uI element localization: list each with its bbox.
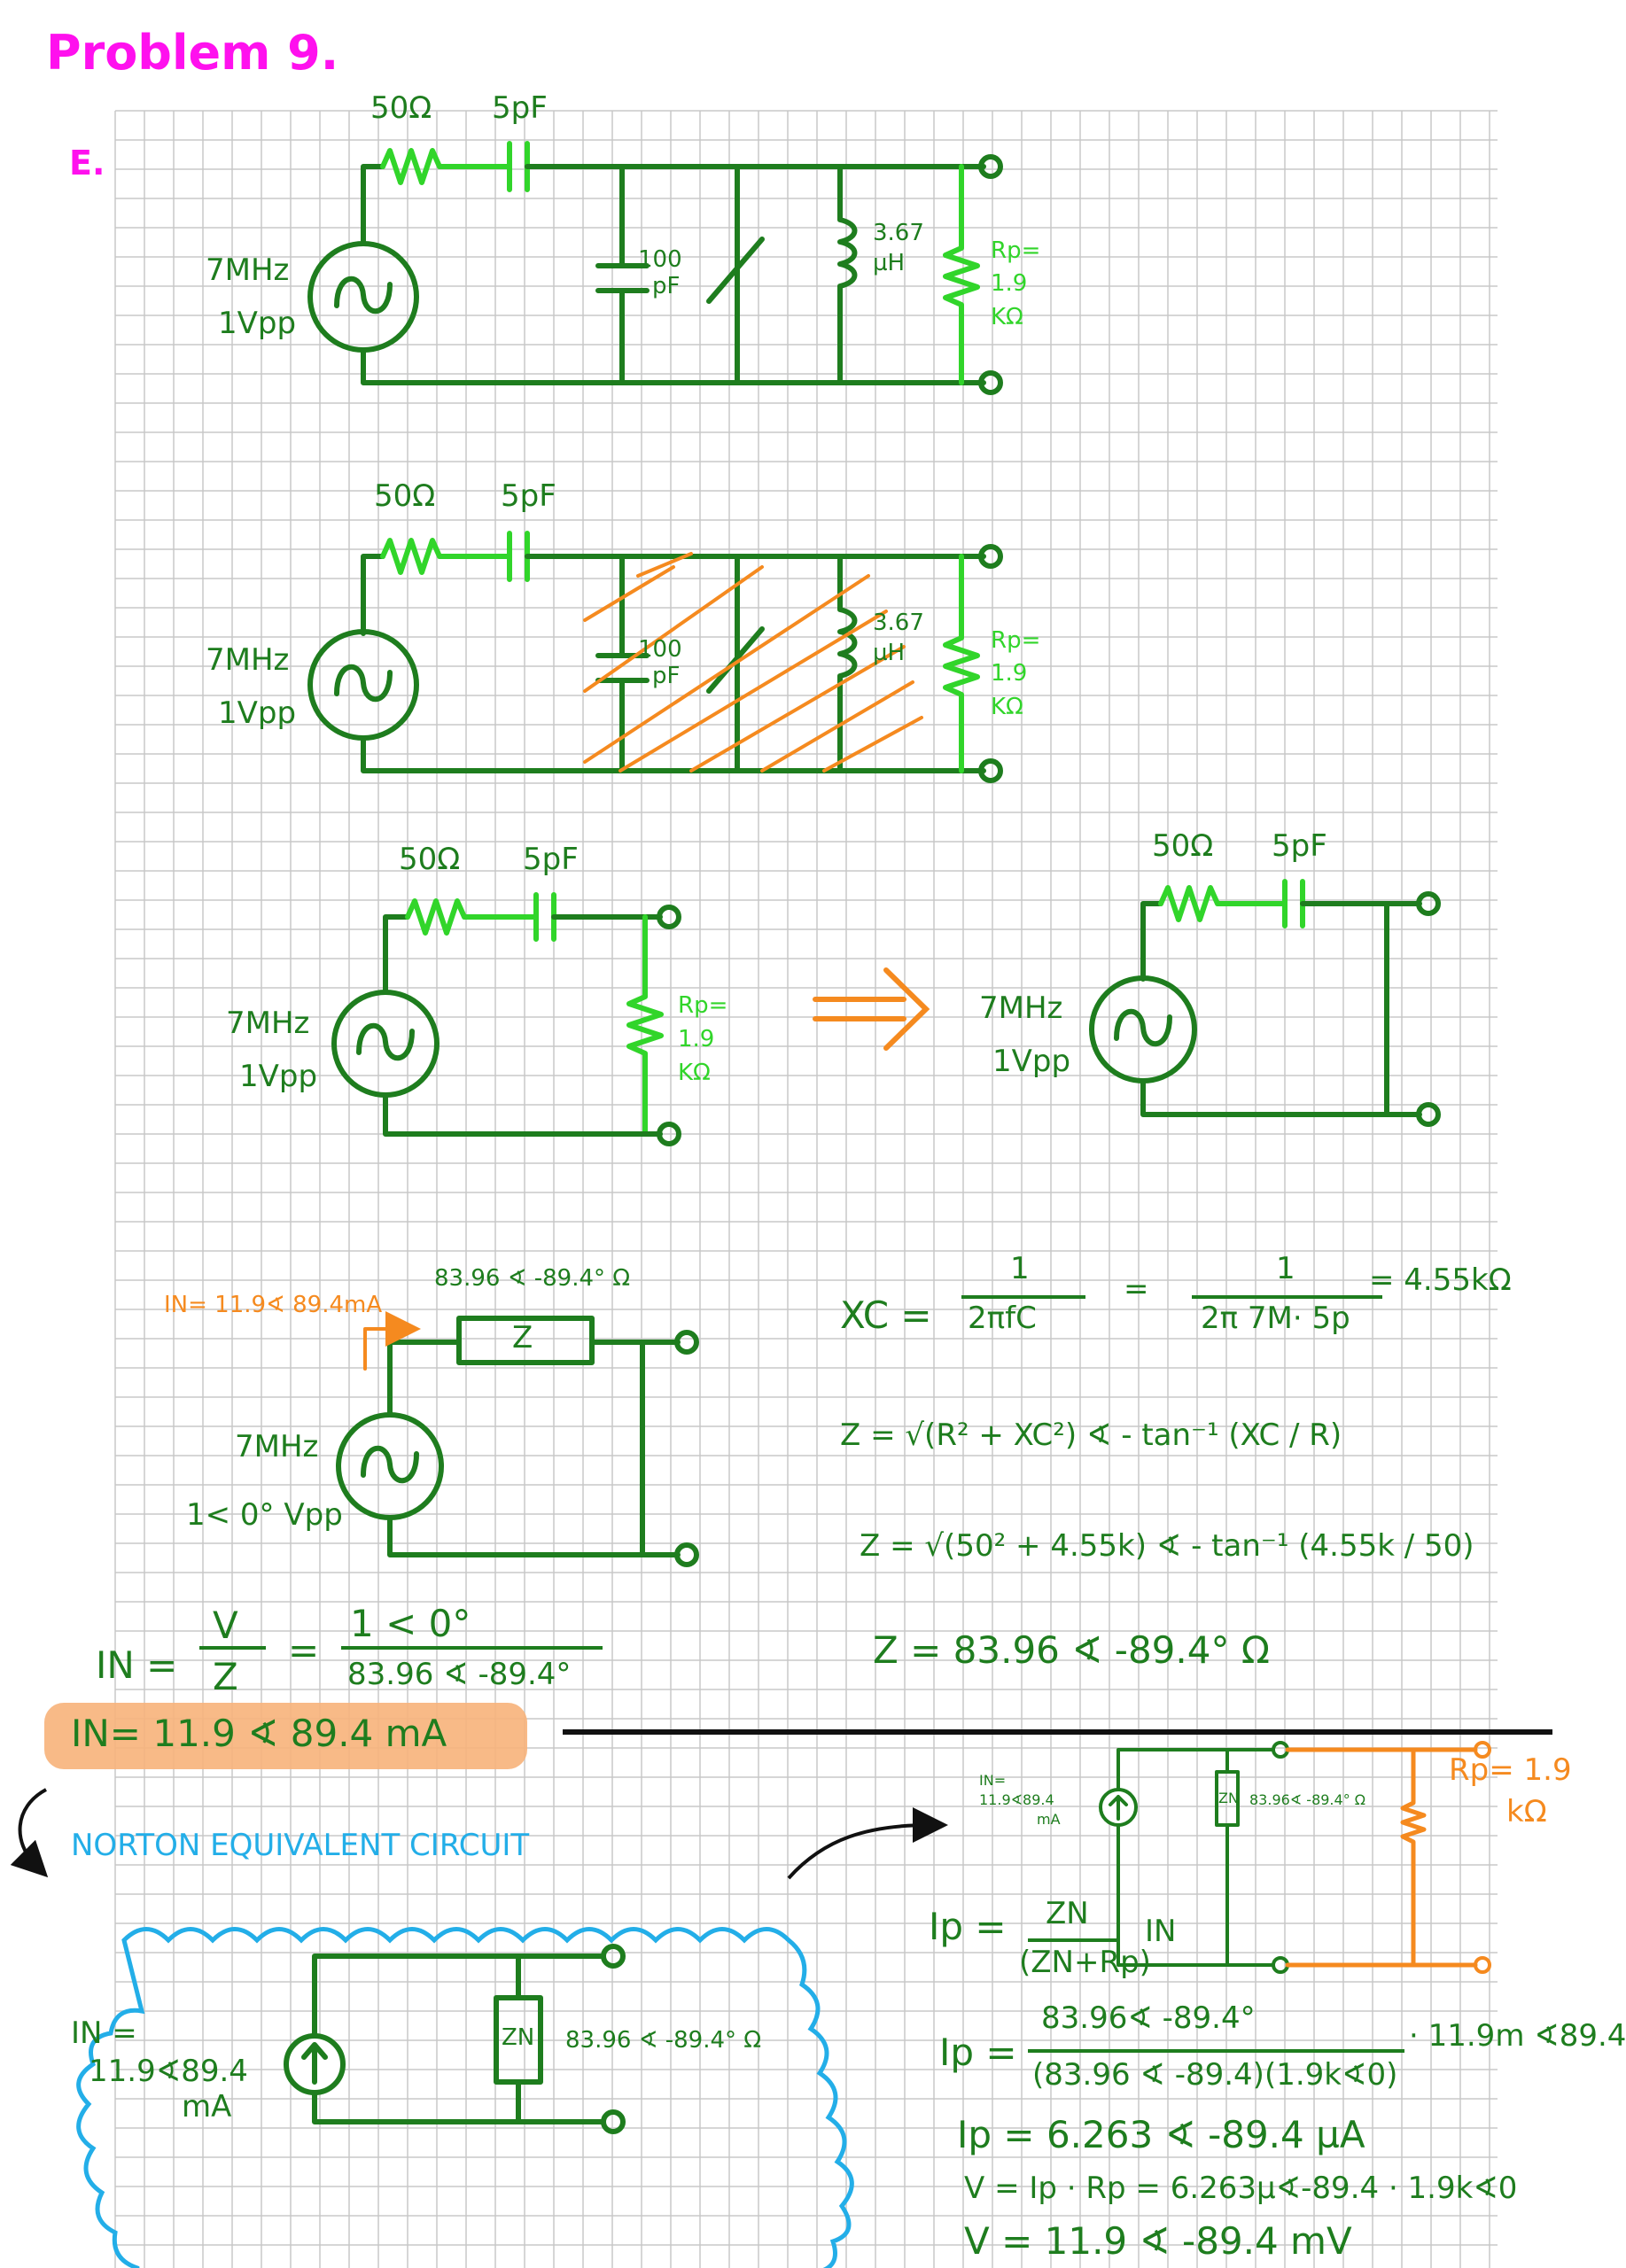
in-frac-num: V [213, 1604, 238, 1647]
stage1-l: 3.67 [873, 220, 924, 246]
stage3-c-label: 5pF [523, 842, 579, 877]
fraction-bars [199, 1295, 1404, 2053]
small-zn-box: ZN [1218, 1790, 1239, 1806]
ip-mult: IN [1145, 1914, 1177, 1949]
shorted-tank-hatching [583, 552, 923, 773]
ip-den: (ZN+Rp) [1019, 1945, 1151, 1980]
norton-zn-box: ZN [502, 2024, 535, 2051]
stage1-c100: 100 [638, 246, 682, 273]
stage1-l-unit: µH [873, 250, 906, 276]
result-highlight [44, 1703, 527, 1769]
norton-circuit [284, 1944, 626, 2134]
small-zn-value: 83.96∢ -89.4° Ω [1249, 1791, 1366, 1808]
ip2-lhs: Ip = [939, 2031, 1017, 2074]
right-curve-arrow [787, 1807, 948, 1880]
xc-num: 1 [1010, 1251, 1030, 1286]
stage2-c-label: 5pF [501, 478, 556, 514]
down-curve-arrow [10, 1788, 49, 1878]
ip2-num: 83.96∢ -89.4° [1041, 2000, 1256, 2036]
small-norton-circuit [1099, 1741, 1491, 1974]
small-in-2: 11.9∢89.4 [979, 1791, 1054, 1808]
stage4-z-value: 83.96 ∢ -89.4° Ω [434, 1265, 631, 1292]
stage3-rp-3: KΩ [678, 1060, 711, 1086]
stage1-rp-1: Rp= [991, 237, 1041, 264]
circuit-stage-1 [307, 141, 1003, 395]
stage1-amp: 1Vpp [218, 306, 297, 341]
ip-lhs: Ip = [929, 1905, 1007, 1948]
ip2-mult: · 11.9m ∢89.4 [1409, 2018, 1626, 2054]
stage3b-amp: 1Vpp [992, 1044, 1071, 1079]
small-rp-2: kΩ [1506, 1794, 1547, 1829]
stage4-amp: 1< 0° Vpp [186, 1497, 343, 1533]
xc-result: = 4.55kΩ [1369, 1262, 1512, 1298]
small-in-1: IN= [979, 1772, 1007, 1789]
stage2-rp-3: KΩ [991, 694, 1023, 720]
v-result: V = 11.9 ∢ -89.4 mV [964, 2219, 1352, 2263]
circuit-stage-3-simplified [1089, 879, 1441, 1127]
norton-cloud-outline [76, 1927, 854, 2268]
ip-num: ZN [1046, 1896, 1089, 1931]
stage2-freq: 7MHz [206, 642, 290, 678]
norton-in-2: 11.9∢89.4 [89, 2054, 248, 2089]
stage4-z-box-label: Z [512, 1320, 533, 1355]
in-lhs: IN = [96, 1643, 178, 1687]
stage3-rp-2: 1.9 [678, 1026, 715, 1052]
stage2-amp: 1Vpp [218, 695, 297, 731]
stage1-rp-2: 1.9 [991, 270, 1028, 297]
page-title: Problem 9. [46, 25, 339, 81]
ip3-result: Ip = 6.263 ∢ -89.4 µA [957, 2113, 1365, 2156]
in-frac-den: Z [213, 1655, 238, 1698]
stage1-r-label: 50Ω [370, 90, 432, 126]
z-formula: Z = √(R² + XC²) ∢ - tan⁻¹ (XC / R) [840, 1418, 1342, 1453]
stage3-r-label: 50Ω [399, 842, 461, 877]
circuit-stage-3 [331, 892, 681, 1146]
xc-den2: 2π 7M· 5p [1201, 1301, 1350, 1336]
in-eq: = [288, 1628, 320, 1672]
stage2-c100: 100 [638, 636, 682, 663]
stage2-l: 3.67 [873, 610, 924, 636]
xc-lhs: XC = [840, 1293, 932, 1337]
in-num: 1 < 0° [350, 1602, 471, 1645]
ip2-den: (83.96 ∢ -89.4)(1.9k∢0) [1032, 2057, 1398, 2093]
stage3-amp: 1Vpp [239, 1059, 318, 1094]
stage3-freq: 7MHz [226, 1006, 310, 1041]
stage2-l-unit: µH [873, 640, 906, 666]
v-formula: V = Ip · Rp = 6.263µ∢-89.4 · 1.9k∢0 [964, 2171, 1518, 2206]
implies-arrow [813, 967, 930, 1051]
stage3-rp-1: Rp= [678, 992, 728, 1019]
circuit-stage-2 [307, 531, 1003, 783]
stage2-rp-2: 1.9 [991, 660, 1028, 687]
stage3b-freq: 7MHz [979, 990, 1063, 1026]
stage3b-r-label: 50Ω [1152, 828, 1214, 864]
stage3b-c-label: 5pF [1272, 828, 1327, 864]
xc-num2: 1 [1276, 1251, 1295, 1286]
stage4-freq: 7MHz [235, 1429, 319, 1464]
xc-den: 2πfC [968, 1301, 1037, 1336]
small-rp-1: Rp= 1.9 [1449, 1752, 1572, 1788]
small-in-3: mA [1037, 1811, 1061, 1828]
z-sub: Z = √(50² + 4.55k) ∢ - tan⁻¹ (4.55k / 50… [860, 1528, 1474, 1564]
stage4-in-label: IN= 11.9∢ 89.4mA [164, 1292, 383, 1318]
stage1-freq: 7MHz [206, 252, 290, 288]
z-result: Z = 83.96 ∢ -89.4° Ω [873, 1628, 1270, 1672]
stage1-c100-unit: pF [652, 273, 681, 299]
stage2-rp-1: Rp= [991, 627, 1041, 654]
norton-heading: NORTON EQUIVALENT CIRCUIT [71, 1828, 530, 1863]
norton-in-1: IN = [71, 2016, 137, 2051]
stage2-r-label: 50Ω [374, 478, 436, 514]
xc-eq: = [1124, 1271, 1149, 1307]
circuit-stage-4 [336, 1311, 699, 1567]
stage1-c-label: 5pF [492, 90, 548, 126]
in-den: 83.96 ∢ -89.4° [347, 1657, 572, 1692]
stage1-rp-3: KΩ [991, 304, 1023, 330]
in-result: IN= 11.9 ∢ 89.4 mA [71, 1712, 447, 1755]
norton-in-3: mA [182, 2089, 232, 2124]
section-label: E. [69, 144, 105, 183]
stage2-c100-unit: pF [652, 663, 681, 689]
norton-zn-value: 83.96 ∢ -89.4° Ω [565, 2027, 762, 2054]
